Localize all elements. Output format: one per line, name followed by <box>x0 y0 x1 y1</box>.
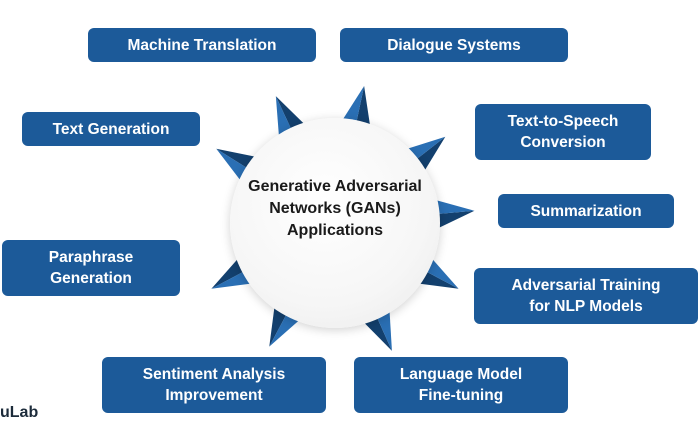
node-language-model-finetuning: Language Model Fine-tuning <box>354 357 568 413</box>
node-summarization: Summarization <box>498 194 674 228</box>
node-paraphrase-generation: Paraphrase Generation <box>2 240 180 296</box>
arrow-tip-language-model-finetuning <box>375 308 392 351</box>
arrow-tip-dialogue-systems <box>341 86 365 126</box>
arrow-tip-shade <box>416 269 459 289</box>
arrow-tip-adversarial-training <box>423 256 459 289</box>
node-text-generation: Text Generation <box>22 112 200 146</box>
node-dialogue-systems: Dialogue Systems <box>340 28 568 62</box>
arrow-tip-shade <box>361 314 392 351</box>
arrow-tip-shade <box>355 86 371 129</box>
node-sentiment-analysis: Sentiment Analysis Improvement <box>102 357 326 413</box>
node-text-to-speech: Text-to-Speech Conversion <box>475 104 651 160</box>
center-circle <box>230 118 440 328</box>
arrow-tip-sentiment-analysis <box>269 311 302 347</box>
center-title: Generative Adversarial Networks (GANs) A… <box>248 178 422 239</box>
arrow-tip-summarization <box>433 199 475 215</box>
brand-logo-fragment: uLab <box>0 404 39 421</box>
node-adversarial-training: Adversarial Training for NLP Models <box>474 268 698 324</box>
node-machine-translation: Machine Translation <box>88 28 316 62</box>
arrow-tip-shade <box>434 210 475 230</box>
